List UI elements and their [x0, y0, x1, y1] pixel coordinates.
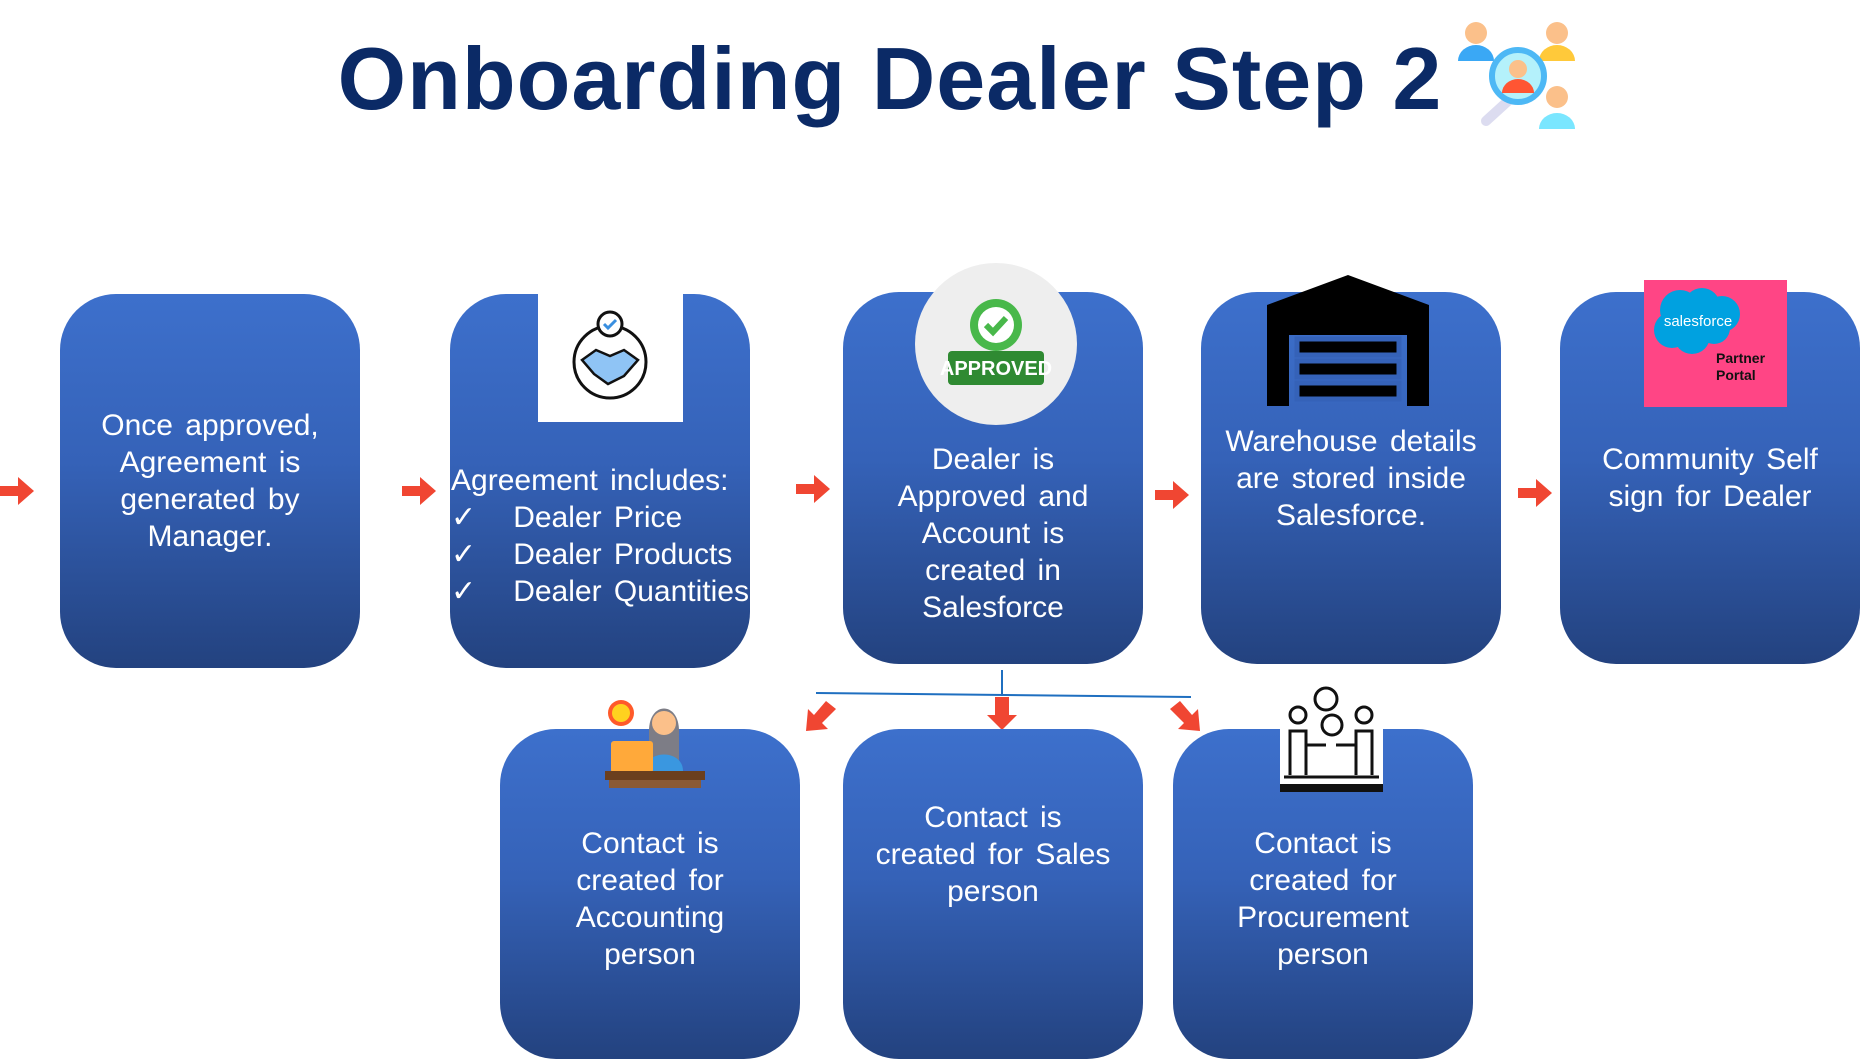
- agreement-heading: Agreement includes:: [451, 464, 729, 497]
- salesforce-logo-text: salesforce: [1664, 313, 1732, 330]
- list-item: ✓ Dealer Products: [451, 536, 749, 573]
- arrow-right-icon: [0, 477, 34, 505]
- item-label: Dealer Products: [513, 538, 733, 571]
- procurement-negotiation-icon: [1280, 685, 1383, 792]
- accountant-icon: [605, 700, 705, 788]
- contact-text: Contact is created for Sales person: [875, 800, 1111, 908]
- arrow-right-icon: [1155, 481, 1189, 509]
- people-search-icon: [1458, 22, 1575, 129]
- salesforce-partner-portal-logo: salesforce Partner Portal: [1644, 280, 1787, 407]
- branch-connector: [806, 670, 1200, 731]
- step-text: Dealer is Approved and Account is create…: [897, 442, 1089, 624]
- handshake-icon: [538, 294, 683, 422]
- list-item: ✓ Dealer Price: [451, 499, 749, 536]
- item-label: Dealer Price: [513, 501, 683, 534]
- step-text: Warehouse details are stored inside Sale…: [1225, 424, 1477, 532]
- agreement-list: Agreement includes: ✓ Dealer Price ✓ Dea…: [451, 462, 749, 610]
- contact-box-sales: Contact is created for Sales person: [843, 729, 1143, 1059]
- title-text: Onboarding Dealer Step 2: [337, 29, 1443, 128]
- arrow-right-icon: [796, 475, 830, 503]
- check-icon: ✓: [451, 575, 477, 608]
- contact-text: Contact is created for Accounting person: [575, 827, 725, 971]
- approved-label: APPROVED: [940, 358, 1052, 380]
- contact-text: Contact is created for Procurement perso…: [1237, 827, 1409, 971]
- item-label: Dealer Quantities: [513, 575, 749, 608]
- step-text: Community Self sign for Dealer: [1602, 443, 1818, 513]
- check-icon: ✓: [451, 538, 477, 571]
- arrow-right-icon: [402, 477, 436, 505]
- arrow-down-right-icon: [1170, 701, 1200, 731]
- arrow-down-left-icon: [806, 701, 836, 731]
- arrow-right-icon: [1518, 479, 1552, 507]
- approved-badge-icon: APPROVED: [915, 263, 1077, 425]
- logo-caption: Partner Portal: [1716, 350, 1766, 383]
- step-box-agreement-generated: Once approved, Agreement is generated by…: [60, 294, 360, 668]
- step-text: Once approved, Agreement is generated by…: [101, 409, 319, 553]
- warehouse-icon: [1267, 275, 1429, 406]
- check-icon: ✓: [451, 501, 477, 534]
- page-title: Onboarding Dealer Step 2: [0, 28, 1860, 130]
- list-item: ✓ Dealer Quantities: [451, 573, 749, 610]
- arrow-down-icon: [987, 697, 1017, 730]
